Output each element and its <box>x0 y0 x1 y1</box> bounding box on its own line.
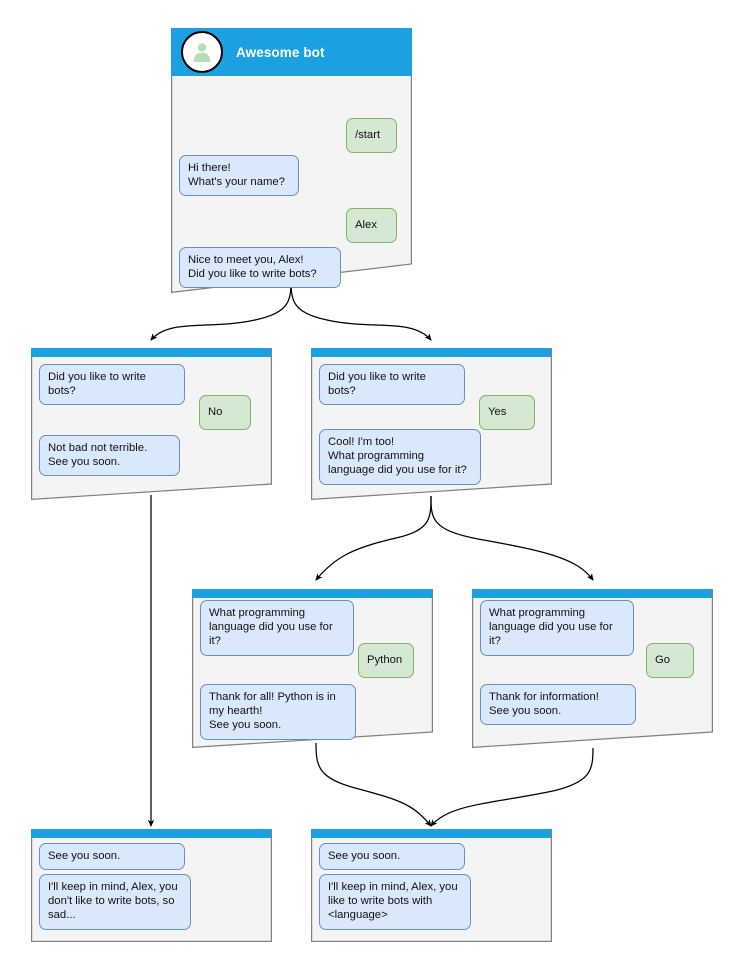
message-user[interactable]: Go <box>646 643 694 679</box>
message-bot[interactable]: Thank for information! See you soon. <box>480 684 636 726</box>
message-user[interactable]: Alex <box>346 208 397 244</box>
card-header-bar <box>31 829 271 838</box>
message-user[interactable]: No <box>199 395 251 431</box>
message-user[interactable]: Yes <box>479 395 535 431</box>
chat-card-answer-go[interactable]: What programming language did you use fo… <box>472 589 713 748</box>
message-user[interactable]: /start <box>346 118 397 154</box>
chat-card-answer-yes[interactable]: Did you like to write bots? Yes Cool! I'… <box>311 348 552 500</box>
message-bot[interactable]: See you soon. <box>319 843 465 871</box>
message-bot[interactable]: Did you like to write bots? <box>319 364 465 406</box>
bot-name-label: Awesome bot <box>236 44 325 60</box>
card-header-bar <box>31 348 271 357</box>
edge-yes-to-python <box>315 495 432 581</box>
chat-card-answer-no[interactable]: Did you like to write bots? No Not bad n… <box>31 348 272 500</box>
edge-python-to-end <box>315 742 432 827</box>
message-bot[interactable]: What programming language did you use fo… <box>480 600 634 656</box>
chat-card-end-no[interactable]: See you soon. I'll keep in mind, Alex, y… <box>31 829 272 942</box>
chat-card-end-yes[interactable]: See you soon. I'll keep in mind, Alex, y… <box>311 829 552 942</box>
message-bot[interactable]: Hi there! What's your name? <box>179 155 299 197</box>
avatar <box>181 31 223 73</box>
message-bot[interactable]: I'll keep in mind, Alex, you don't like … <box>39 874 191 930</box>
card-header-bar <box>192 589 432 598</box>
message-bot[interactable]: I'll keep in mind, Alex, you like to wri… <box>319 874 471 930</box>
message-bot[interactable]: Thank for all! Python is in my hearth! S… <box>200 684 356 740</box>
message-bot[interactable]: Nice to meet you, Alex! Did you like to … <box>179 247 341 289</box>
message-bot[interactable]: Cool! I'm too! What programming language… <box>319 429 481 485</box>
card-header-bar <box>311 829 551 838</box>
message-bot[interactable]: See you soon. <box>39 843 185 871</box>
card-header-bar <box>472 589 712 598</box>
message-user[interactable]: Python <box>358 643 414 679</box>
message-bot[interactable]: Did you like to write bots? <box>39 364 185 406</box>
edge-go-to-end <box>430 747 594 827</box>
card-header-bar: Awesome bot <box>171 28 412 76</box>
edge-yes-to-go <box>430 495 594 581</box>
chat-card-answer-python[interactable]: What programming language did you use fo… <box>192 589 433 748</box>
person-icon <box>193 43 211 62</box>
card-header-bar <box>311 348 551 357</box>
message-bot[interactable]: What programming language did you use fo… <box>200 600 354 656</box>
chat-card-start[interactable]: Awesome bot /start Hi there! What's your… <box>171 28 412 293</box>
message-bot[interactable]: Not bad not terrible. See you soon. <box>39 435 180 477</box>
